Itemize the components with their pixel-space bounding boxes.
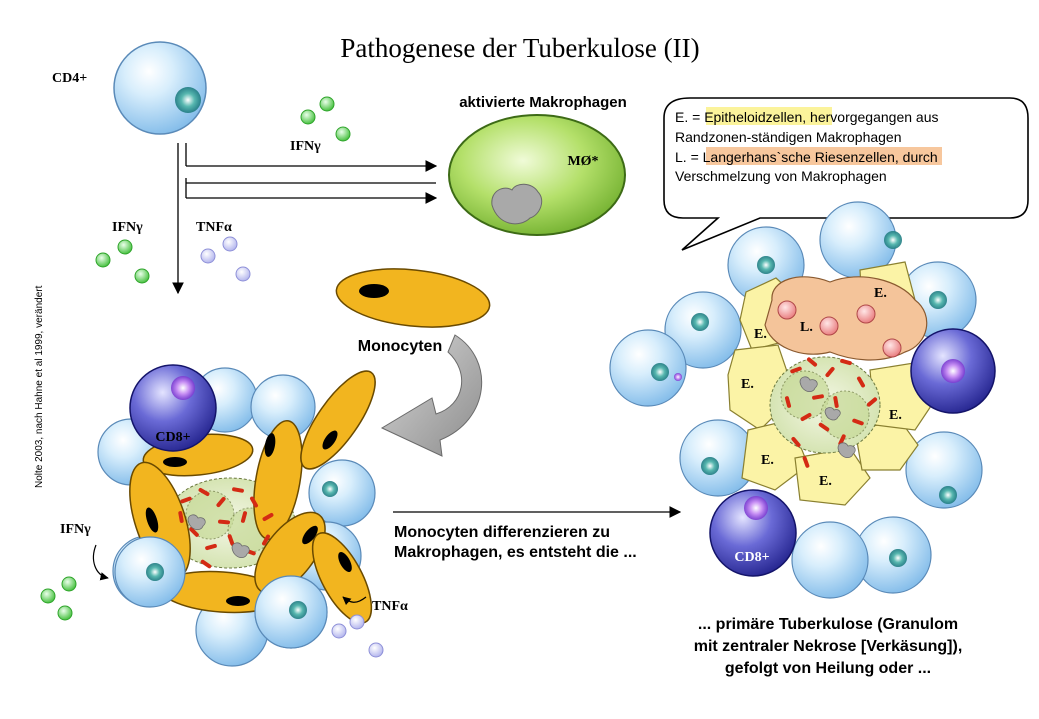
ifn-gamma-label-top: IFNγ [290, 139, 321, 154]
epitheloid-highlight [706, 107, 832, 125]
ifn-gamma-molecules-left [95, 239, 150, 284]
differentiation-arrow [380, 334, 483, 457]
granuloma-cell-labels: E. L. E. E. E. E. E. [741, 286, 902, 489]
credit-note: Nolte 2003, nach Hahne et al 1999, verän… [34, 285, 45, 488]
cell-nucleus [744, 496, 768, 520]
langerhans-giant-cell [764, 276, 928, 361]
callout-line2: Randzonen-ständigen Makrophagen [675, 129, 902, 145]
macrophage-symbol: MØ* [567, 154, 598, 169]
tnf-alpha-label-bottom: TNFα [372, 599, 408, 614]
epitheloid-label: E. [889, 408, 902, 423]
callout-bubble: E. = Epitheloidzellen, hervorgegangen au… [663, 97, 1029, 251]
ifn-gamma-molecules-top [300, 96, 351, 142]
langerhans-highlight [706, 147, 942, 165]
bottom-text-line1: ... primäre Tuberkulose (Granulom [698, 616, 958, 633]
cell-debris-mature [799, 376, 856, 459]
cell-nucleus [171, 376, 195, 400]
callout-line3: L. = Langerhans`sche Riesenzellen, durch [675, 149, 938, 165]
langerhans-label: L. [800, 320, 813, 335]
cell-nucleus [941, 359, 965, 383]
early-granuloma [97, 364, 376, 667]
bottom-text-line2: mit zentraler Nekrose [Verkäsung]), [694, 638, 963, 655]
tnf-alpha-molecules-bottom [331, 614, 384, 658]
ifn-gamma-molecules-bottom [40, 576, 77, 621]
epitheloid-label: E. [761, 453, 774, 468]
macrophage-nuclei [145, 430, 352, 606]
cd8-t-cell-right-bottom [709, 489, 797, 577]
middle-text-line1: Monocyten differenzieren zu [394, 524, 610, 541]
cd8-t-cell-left [129, 364, 217, 452]
monocyte-cell [335, 268, 491, 328]
lymphocyte-nuclei [651, 231, 957, 567]
cd4-t-cell [113, 41, 207, 135]
mycobacteria-early [178, 487, 274, 569]
cd4-label: CD4+ [52, 71, 87, 86]
page-title: Pathogenese der Tuberkulose (II) [340, 33, 699, 63]
ifn-gamma-label-left: IFNγ [112, 220, 143, 235]
mycobacteria-mature [784, 357, 878, 468]
cell-nucleus [146, 563, 164, 581]
cd8-t-cell-right-top [910, 328, 996, 414]
cd8-label-left: CD8+ [155, 430, 190, 445]
activated-macrophages-label: aktivierte Makrophagen [459, 94, 627, 111]
callout-line4: Verschmelzung von Makrophagen [675, 168, 887, 184]
cd8-label-right: CD8+ [734, 550, 769, 565]
epitheloid-label: E. [741, 377, 754, 392]
bottom-text-line3: gefolgt von Heilung oder ... [725, 660, 931, 677]
ifn-gamma-release-arrow [92, 544, 109, 581]
activated-macrophage-cell [448, 114, 626, 236]
middle-text-line2: Makrophagen, es entsteht die ... [394, 544, 637, 561]
tnf-alpha-label-top: TNFα [196, 220, 232, 235]
tnf-alpha-molecules-top [200, 236, 251, 282]
cell-nucleus [322, 481, 338, 497]
tnf-alpha-release-arrow [342, 596, 367, 606]
epitheloid-label: E. [874, 286, 887, 301]
cell-debris [187, 514, 250, 559]
epitheloid-label: E. [754, 327, 767, 342]
mature-granuloma [609, 201, 996, 599]
signal-arrows [172, 143, 682, 518]
epitheloid-label: E. [819, 474, 832, 489]
cell-nucleus [175, 87, 201, 113]
monocytes-label: Monocyten [358, 338, 442, 355]
callout-line1: E. = Epitheloidzellen, hervorgegangen au… [675, 109, 938, 125]
ifn-gamma-label-bottom: IFNγ [60, 522, 91, 537]
cell-nucleus [289, 601, 307, 619]
phagosome [491, 183, 543, 225]
